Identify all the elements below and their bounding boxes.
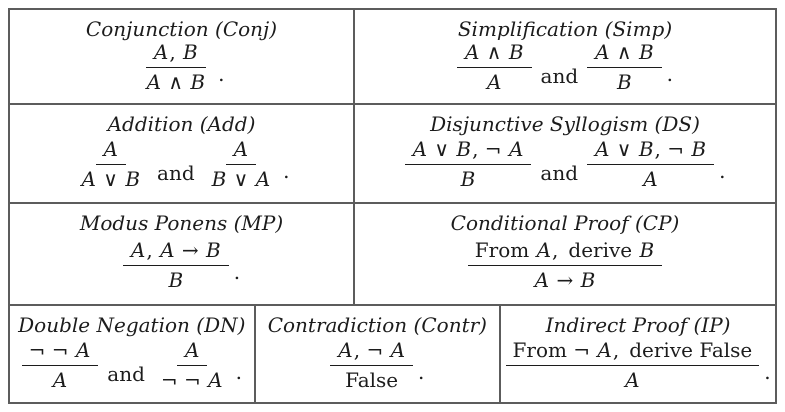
- rule-title: Contradiction (Contr): [267, 313, 487, 337]
- fraction: From A, derive B A → B: [467, 238, 663, 292]
- formula-period: .: [719, 159, 726, 183]
- fraction-numerator: A: [95, 138, 126, 165]
- formula-period: .: [764, 359, 771, 384]
- fraction-numerator: A, A → B: [122, 238, 229, 266]
- rule-title: Simplification (Simp): [457, 17, 673, 41]
- formula-period: .: [235, 359, 242, 384]
- fraction-denominator: ¬ ¬ A: [160, 367, 223, 392]
- fraction-numerator: A, B: [145, 41, 206, 68]
- and-connector: and: [540, 161, 578, 185]
- fraction-numerator: ¬ ¬ A: [21, 338, 99, 366]
- formula-period: .: [218, 62, 225, 86]
- rule-title: Modus Ponens (MP): [79, 211, 284, 235]
- fraction-denominator: A: [625, 367, 640, 392]
- rule-title: Double Negation (DN): [18, 313, 246, 337]
- fraction-numerator: From ¬ A, derive False: [505, 338, 760, 366]
- rule-formula: ¬ ¬ A A and A ¬ ¬ A .: [21, 337, 242, 393]
- fraction: A A ∨ B: [74, 138, 149, 191]
- fraction: A ∧ B A: [457, 41, 532, 94]
- fraction-denominator: A ∧ B: [146, 70, 206, 94]
- fraction: A ∧ B B: [587, 41, 662, 94]
- fraction: A B ∨ A: [204, 138, 279, 191]
- rule-title: Conditional Proof (CP): [450, 211, 680, 235]
- rule-cell-conjunction: Conjunction (Conj) A, B A ∧ B .: [10, 10, 355, 103]
- formula-period: .: [283, 159, 290, 183]
- rule-formula: A, ¬ A False .: [330, 337, 424, 393]
- fraction-numerator: From A, derive B: [467, 238, 663, 266]
- fraction-denominator: B: [460, 167, 476, 191]
- rule-title: Addition (Add): [107, 112, 256, 136]
- rule-cell-indirect-proof: Indirect Proof (IP) From ¬ A, derive Fal…: [501, 306, 775, 402]
- rule-formula: A, B A ∧ B .: [139, 41, 225, 94]
- fraction: A ∨ B, ¬ B A: [587, 138, 715, 191]
- fraction-denominator: A: [487, 70, 502, 94]
- inference-rules-table: Conjunction (Conj) A, B A ∧ B . Simplifi…: [8, 8, 777, 404]
- rule-title: Indirect Proof (IP): [545, 313, 731, 337]
- formula-period: .: [418, 359, 425, 384]
- fraction-denominator: B ∨ A: [211, 167, 271, 191]
- rule-formula: A, A → B B .: [122, 235, 241, 295]
- rule-cell-disjunctive-syllogism: Disjunctive Syllogism (DS) A ∨ B, ¬ A B …: [355, 105, 775, 202]
- fraction: ¬ ¬ A A: [21, 338, 99, 392]
- rule-formula: From A, derive B A → B: [467, 235, 663, 295]
- table-row-4: Double Negation (DN) ¬ ¬ A A and A ¬ ¬ A…: [10, 306, 775, 402]
- table-row-2: Addition (Add) A A ∨ B and A B ∨ A . Dis…: [10, 105, 775, 204]
- fraction-denominator: B: [168, 267, 184, 292]
- table-row-1: Conjunction (Conj) A, B A ∧ B . Simplifi…: [10, 10, 775, 105]
- fraction: A ¬ ¬ A: [154, 338, 231, 392]
- rule-formula: A A ∨ B and A B ∨ A .: [74, 136, 290, 193]
- rule-cell-addition: Addition (Add) A A ∨ B and A B ∨ A .: [10, 105, 355, 202]
- fraction-denominator: False: [345, 367, 399, 392]
- rule-formula: A ∧ B A and A ∧ B B .: [457, 41, 673, 94]
- fraction-denominator: A → B: [534, 267, 596, 292]
- rule-title: Disjunctive Syllogism (DS): [430, 112, 700, 136]
- and-connector: and: [107, 361, 145, 386]
- fraction-numerator: A ∧ B: [587, 41, 662, 68]
- fraction-denominator: A: [52, 367, 68, 392]
- fraction: From ¬ A, derive False A: [505, 338, 760, 392]
- rule-title: Conjunction (Conj): [85, 17, 278, 41]
- rule-cell-contradiction: Contradiction (Contr) A, ¬ A False .: [256, 306, 502, 402]
- rule-formula: From ¬ A, derive False A .: [505, 337, 771, 393]
- fraction-numerator: A ∨ B, ¬ B: [587, 138, 715, 165]
- table-row-3: Modus Ponens (MP) A, A → B B . Condition…: [10, 204, 775, 306]
- fraction-numerator: A, ¬ A: [330, 338, 414, 366]
- fraction-numerator: A ∨ B, ¬ A: [404, 138, 532, 165]
- formula-period: .: [233, 259, 241, 284]
- rule-cell-conditional-proof: Conditional Proof (CP) From A, derive B …: [355, 204, 775, 304]
- fraction-denominator: A ∨ B: [81, 167, 141, 191]
- fraction-numerator: A ∧ B: [457, 41, 532, 68]
- formula-period: .: [666, 62, 673, 86]
- fraction: A, A → B B: [122, 238, 229, 292]
- fraction-denominator: A: [643, 167, 658, 191]
- rule-formula: A ∨ B, ¬ A B and A ∨ B, ¬ B A .: [404, 136, 726, 193]
- rule-cell-double-negation: Double Negation (DN) ¬ ¬ A A and A ¬ ¬ A…: [10, 306, 256, 402]
- fraction-numerator: A: [177, 338, 208, 366]
- and-connector: and: [540, 64, 579, 88]
- fraction: A, B A ∧ B: [139, 41, 214, 94]
- fraction-denominator: B: [617, 70, 632, 94]
- fraction: A ∨ B, ¬ A B: [404, 138, 532, 191]
- rule-cell-simplification: Simplification (Simp) A ∧ B A and A ∧ B …: [355, 10, 775, 103]
- fraction-numerator: A: [225, 138, 257, 165]
- rule-cell-modus-ponens: Modus Ponens (MP) A, A → B B .: [10, 204, 355, 304]
- and-connector: and: [157, 161, 195, 185]
- fraction: A, ¬ A False: [330, 338, 414, 392]
